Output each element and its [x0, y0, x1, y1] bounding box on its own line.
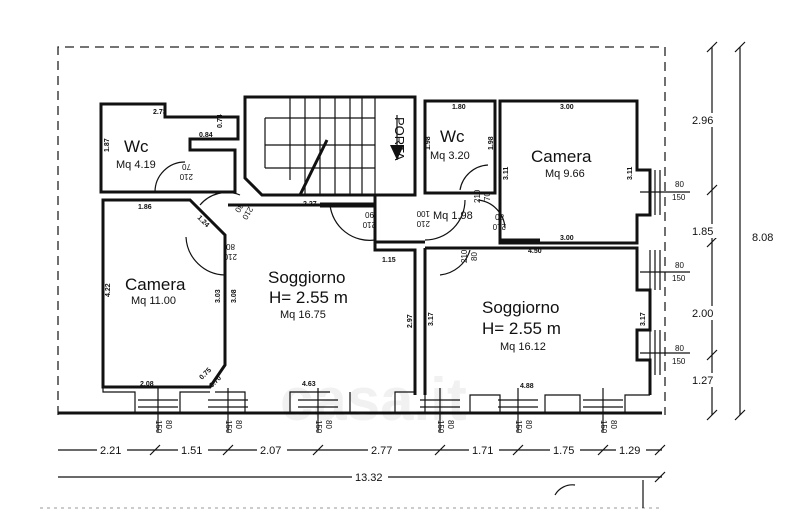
svg-text:70: 70: [483, 192, 492, 201]
svg-text:80: 80: [524, 420, 533, 429]
right-dimensions: 2.96 1.85 2.00 1.27 8.08: [690, 41, 773, 421]
room-name-soggiorno-right: Soggiorno: [482, 298, 560, 317]
svg-text:80: 80: [164, 420, 173, 429]
svg-text:4.88: 4.88: [520, 383, 534, 390]
svg-text:80: 80: [234, 420, 243, 429]
svg-text:2.96: 2.96: [692, 115, 713, 127]
svg-text:2.27: 2.27: [303, 201, 317, 208]
staircase: PORTA: [264, 97, 407, 196]
svg-text:210: 210: [416, 219, 430, 228]
svg-text:3.00: 3.00: [560, 235, 574, 242]
svg-text:0.75: 0.75: [198, 367, 213, 382]
svg-text:4.50: 4.50: [528, 248, 542, 255]
svg-text:150: 150: [154, 420, 163, 434]
svg-text:80: 80: [609, 420, 618, 429]
room-area-camera-right: Mq 9.66: [545, 168, 585, 180]
arrow-down-icon: [390, 145, 404, 160]
svg-text:150: 150: [672, 193, 686, 202]
svg-text:0.70: 0.70: [208, 375, 223, 390]
svg-text:2.73: 2.73: [153, 109, 167, 116]
svg-text:1.27: 1.27: [692, 375, 713, 387]
svg-text:1.85: 1.85: [692, 226, 713, 238]
svg-text:1.29: 1.29: [619, 445, 640, 457]
svg-text:150: 150: [599, 420, 608, 434]
svg-text:150: 150: [672, 274, 686, 283]
svg-text:80: 80: [470, 252, 479, 261]
svg-text:1.87: 1.87: [104, 138, 111, 152]
svg-text:2.08: 2.08: [140, 381, 154, 388]
svg-text:1.15: 1.15: [382, 257, 396, 264]
svg-text:150: 150: [436, 420, 445, 434]
property-boundary: [57, 46, 666, 415]
svg-text:1.75: 1.75: [553, 445, 574, 457]
room-area-soggiorno-right: Mq 16.12: [500, 341, 546, 353]
svg-text:80: 80: [226, 242, 235, 251]
svg-text:0.74: 0.74: [217, 114, 224, 128]
room-area-wc-right: Mq 3.20: [430, 150, 470, 162]
room-area-corridor: Mq 1.98: [433, 210, 473, 222]
svg-text:150: 150: [672, 357, 686, 366]
room-height-soggiorno-left: H= 2.55 m: [269, 288, 348, 307]
room-name-wc-left: Wc: [124, 137, 149, 156]
room-name-camera-left: Camera: [125, 275, 186, 294]
svg-text:8.08: 8.08: [752, 232, 773, 244]
svg-text:150: 150: [224, 420, 233, 434]
svg-text:210: 210: [362, 220, 376, 229]
svg-text:80: 80: [675, 261, 684, 270]
svg-text:3.17: 3.17: [640, 312, 647, 326]
bottom-dimensions: 2.21 1.51 2.07 2.77 1.71 1.75 1.29 13.32: [40, 443, 666, 509]
svg-text:2.97: 2.97: [407, 314, 414, 328]
door-swings: [154, 161, 506, 276]
svg-text:3.08: 3.08: [231, 289, 238, 303]
svg-text:80: 80: [446, 420, 455, 429]
svg-text:70: 70: [182, 162, 191, 171]
svg-text:0.84: 0.84: [199, 132, 213, 139]
svg-text:2.00: 2.00: [692, 308, 713, 320]
svg-text:210: 210: [492, 222, 506, 231]
room-area-camera-left: Mq 11.00: [131, 295, 176, 307]
room-name-camera-right: Camera: [531, 147, 592, 166]
svg-text:13.32: 13.32: [355, 472, 383, 484]
room-area-soggiorno-left: Mq 16.75: [280, 309, 326, 321]
svg-text:3.17: 3.17: [428, 312, 435, 326]
svg-text:3.03: 3.03: [215, 289, 222, 303]
windows-right: 80 150 80 150 80 150: [640, 170, 690, 375]
svg-text:100: 100: [416, 209, 430, 218]
svg-text:1.80: 1.80: [452, 104, 466, 111]
svg-text:3.11: 3.11: [503, 167, 510, 180]
svg-text:1.71: 1.71: [472, 445, 493, 457]
svg-text:2.21: 2.21: [100, 445, 121, 457]
svg-text:3.00: 3.00: [560, 104, 574, 111]
svg-text:210: 210: [223, 252, 237, 261]
watermark: casa.it: [280, 366, 467, 433]
svg-text:2.77: 2.77: [371, 445, 392, 457]
svg-text:150: 150: [314, 420, 323, 434]
svg-text:4.22: 4.22: [105, 283, 112, 297]
stairs-label: PORTA: [392, 117, 407, 161]
svg-text:90: 90: [365, 210, 374, 219]
room-area-wc-left: Mq 4.19: [116, 159, 156, 171]
svg-text:210: 210: [460, 249, 469, 263]
svg-text:80: 80: [495, 212, 504, 221]
svg-text:80: 80: [324, 420, 333, 429]
svg-text:80: 80: [675, 344, 684, 353]
svg-text:1.51: 1.51: [181, 445, 202, 457]
svg-text:2.07: 2.07: [260, 445, 281, 457]
room-name-wc-right: Wc: [440, 127, 465, 146]
svg-text:1.86: 1.86: [138, 204, 152, 211]
svg-text:1.98: 1.98: [425, 136, 432, 150]
room-name-soggiorno-left: Soggiorno: [268, 268, 346, 287]
svg-text:1.98: 1.98: [488, 136, 495, 150]
svg-text:150: 150: [514, 420, 523, 434]
svg-text:4.63: 4.63: [302, 381, 316, 388]
svg-text:3.11: 3.11: [627, 167, 634, 180]
walls: [99, 95, 652, 413]
room-height-soggiorno-right: H= 2.55 m: [482, 319, 561, 338]
svg-text:210: 210: [179, 172, 193, 181]
svg-text:80: 80: [675, 180, 684, 189]
svg-text:210: 210: [473, 189, 482, 203]
